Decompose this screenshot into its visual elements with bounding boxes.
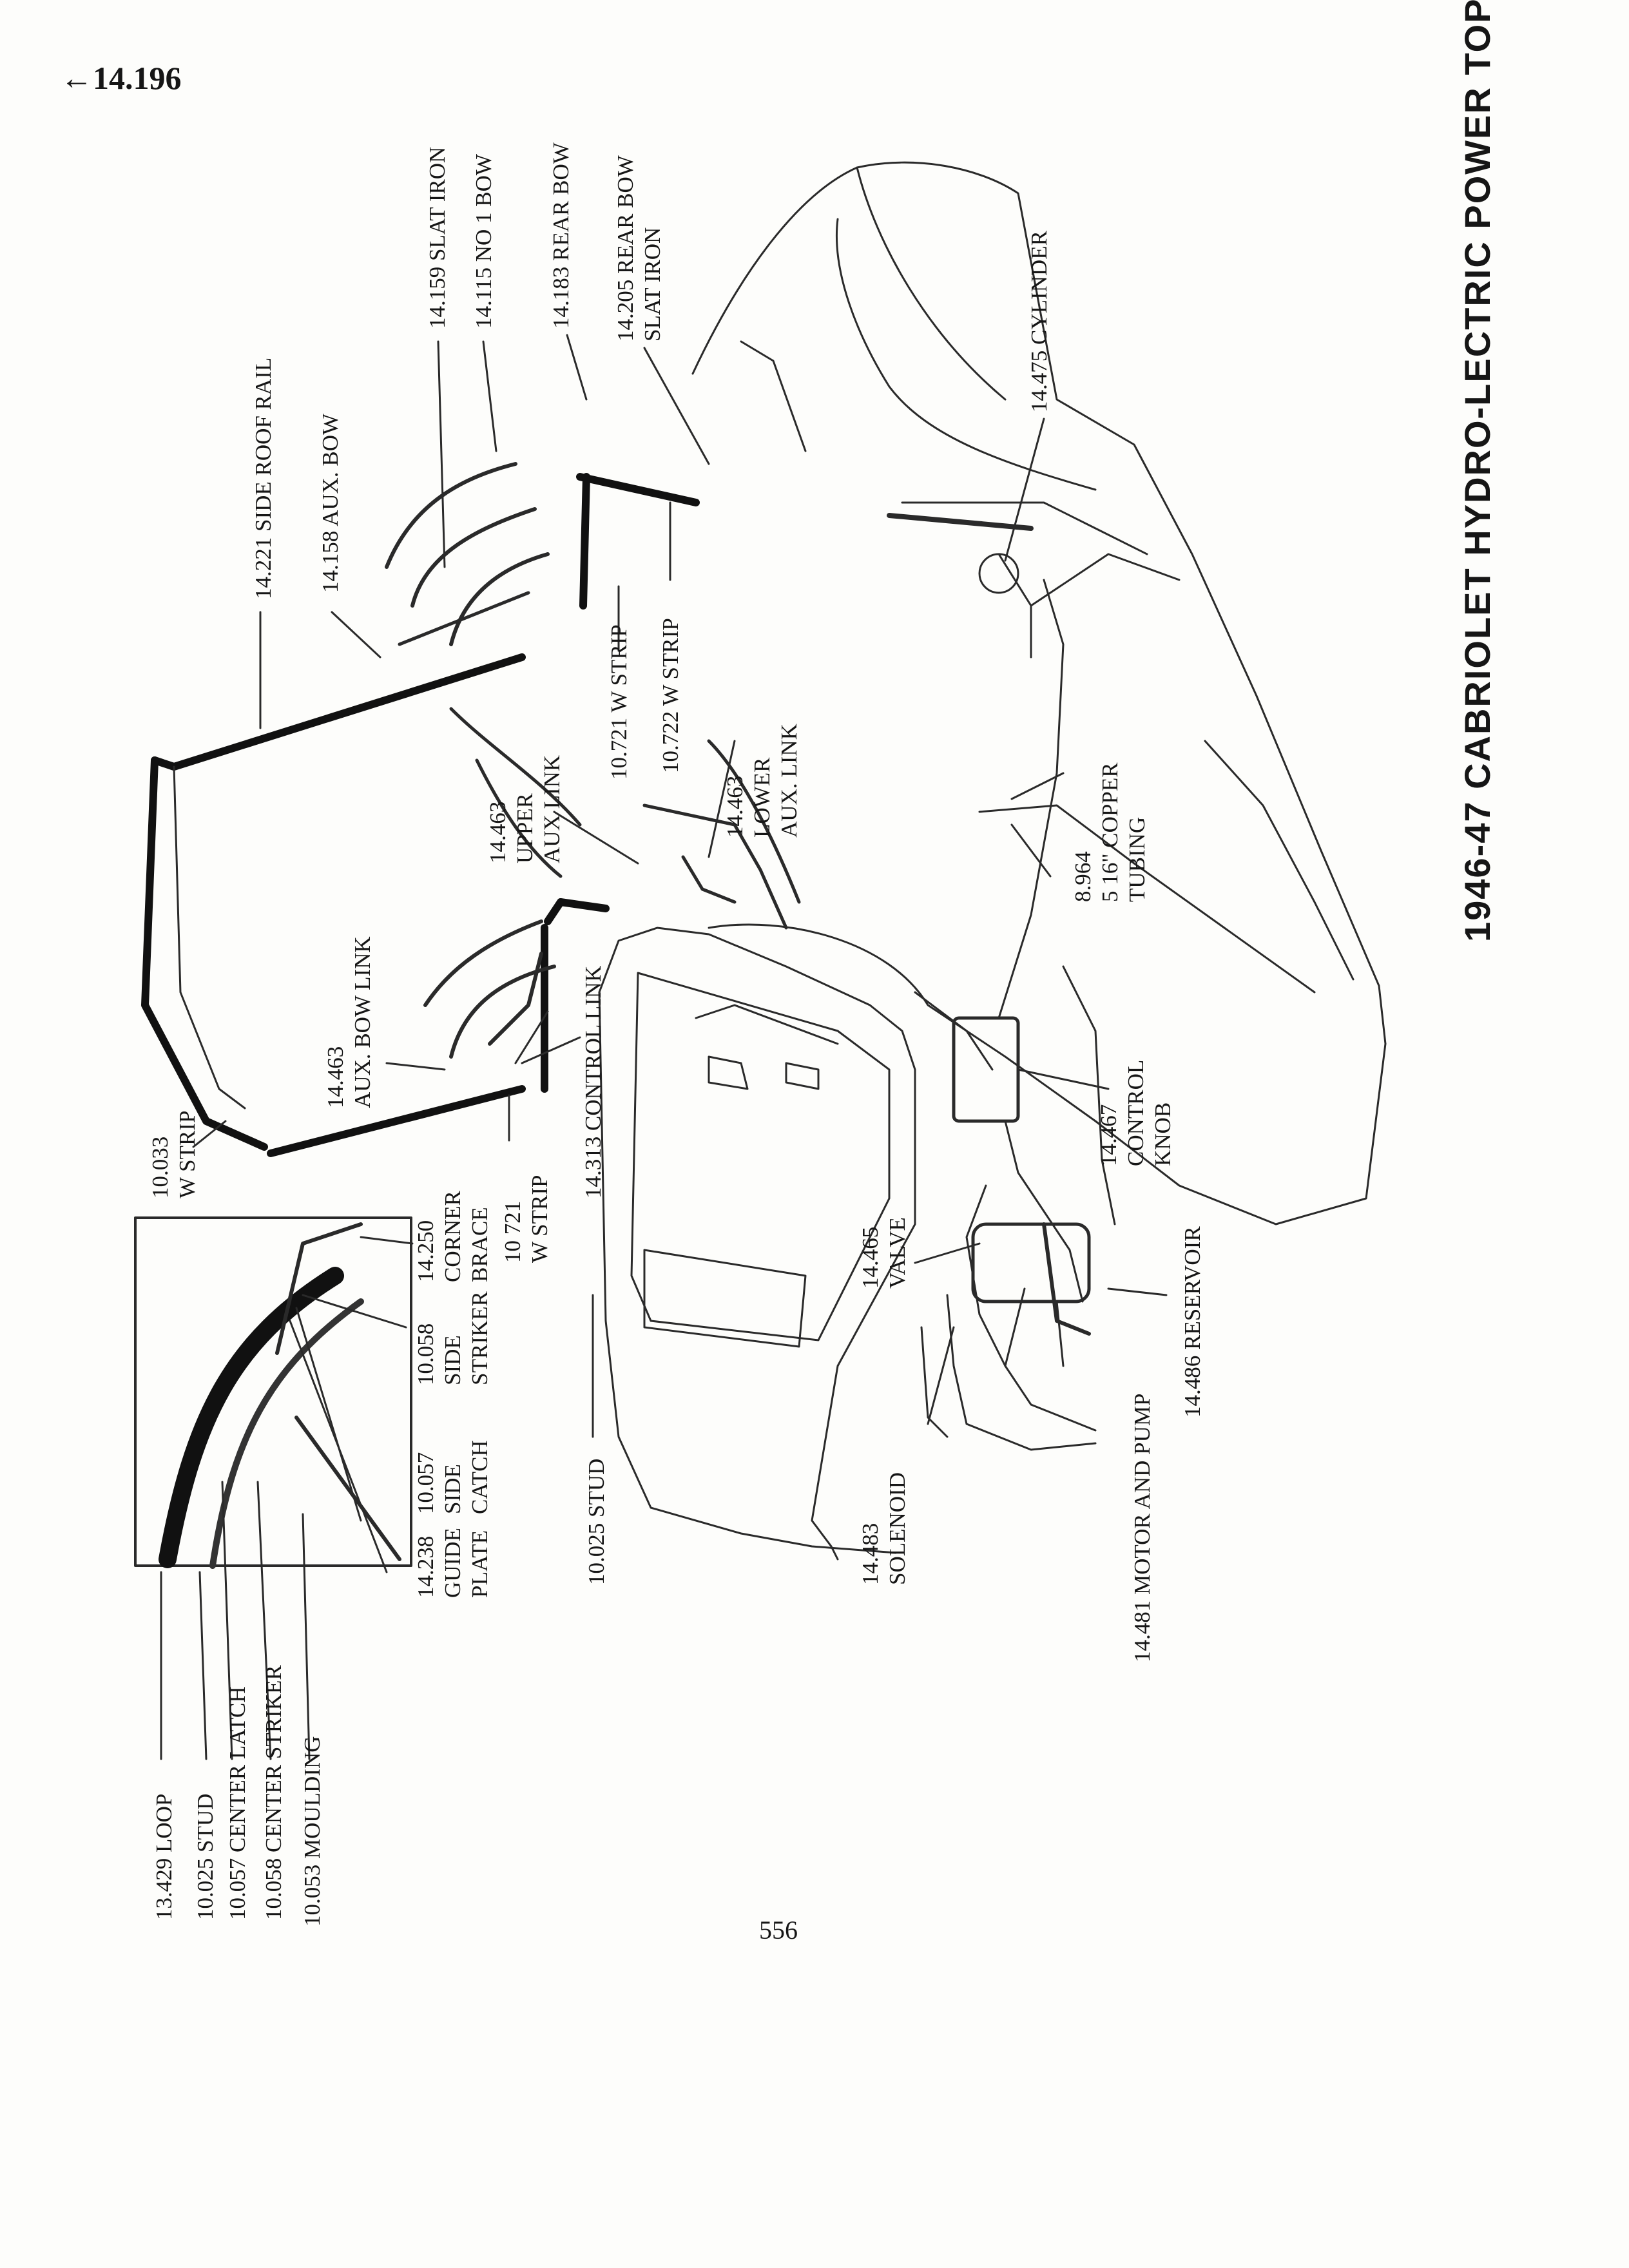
label-center-striker: 10.058 CENTER STRIKER xyxy=(261,1665,286,1920)
page-title: 1946-47 CABRIOLET HYDRO-LECTRIC POWER TO… xyxy=(1457,0,1498,942)
page-number: 556 xyxy=(759,1916,798,1945)
car-body-outline xyxy=(691,161,1387,1225)
label-control-link: 14.313 CONTROL LINK xyxy=(581,965,606,1198)
label-stud-inset: 10.025 STUD xyxy=(193,1793,218,1920)
inset-detail xyxy=(134,1216,414,1760)
label-loop: 13.429 LOOP xyxy=(151,1793,177,1920)
leader-lines xyxy=(192,334,1168,1438)
label-moulding: 10.053 MOULDING xyxy=(300,1736,325,1927)
label-no1-bow: 14.115 NO 1 BOW xyxy=(471,154,496,329)
label-aux-bow: 14.158 AUX. BOW xyxy=(318,413,343,593)
label-rear-bow: 14.183 REAR BOW xyxy=(548,142,574,329)
label-w-strip-10721-top: 10.721 W STRIP xyxy=(606,624,631,780)
hydraulic-system xyxy=(920,579,1116,1451)
label-slat-iron: 14.159 SLAT IRON xyxy=(425,146,450,329)
label-center-latch: 10.057 CENTER LATCH xyxy=(225,1686,250,1920)
label-stud-door: 10.025 STUD xyxy=(584,1458,609,1585)
label-motor-pump: 14.481 MOTOR AND PUMP xyxy=(1130,1393,1155,1663)
label-reservoir: 14.486 RESERVOIR xyxy=(1180,1226,1205,1418)
door-outline xyxy=(598,927,916,1561)
label-w-strip-10722: 10.722 W STRIP xyxy=(658,618,683,773)
label-cylinder: 14.475 CYLINDER xyxy=(1027,231,1052,412)
top-frame xyxy=(141,462,1148,1157)
page-reference: ←14.196 xyxy=(61,60,182,96)
label-side-roof-rail: 14.221 SIDE ROOF RAIL xyxy=(251,357,276,599)
